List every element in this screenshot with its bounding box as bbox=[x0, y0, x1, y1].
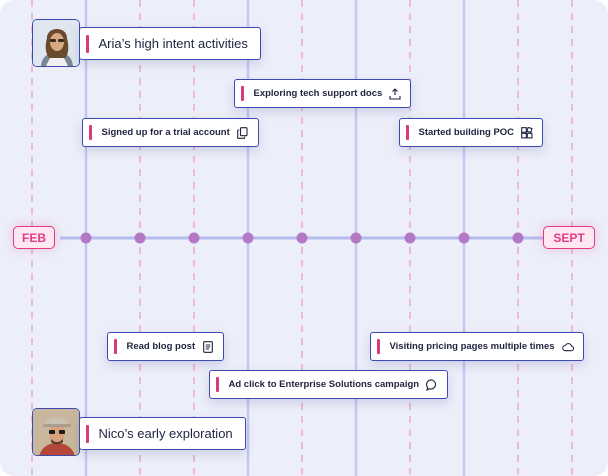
accent-bar bbox=[86, 424, 89, 443]
event-card-trial-signup: Signed up for a trial account bbox=[82, 118, 259, 147]
event-label: Visiting pricing pages multiple times bbox=[389, 341, 555, 352]
event-label: Exploring tech support docs bbox=[253, 88, 383, 99]
nico-avatar bbox=[32, 408, 80, 456]
accent-bar bbox=[377, 339, 380, 354]
event-card-ad-click: Ad click to Enterprise Solutions campaig… bbox=[209, 370, 449, 399]
aria-persona-title: Aria’s high intent activities bbox=[98, 36, 248, 51]
timeline-dots bbox=[80, 232, 524, 244]
accent-bar bbox=[89, 125, 92, 140]
aria-avatar bbox=[32, 19, 80, 67]
event-label: Ad click to Enterprise Solutions campaig… bbox=[228, 379, 420, 390]
accent-bar bbox=[406, 125, 409, 140]
nico-persona-card: Nico’s early exploration bbox=[79, 417, 246, 450]
event-card-blog-post: Read blog post bbox=[107, 332, 225, 361]
accent-bar bbox=[241, 86, 244, 101]
event-label: Read blog post bbox=[126, 341, 196, 352]
end-month-label: SEPT bbox=[543, 226, 595, 249]
accent-bar bbox=[216, 377, 219, 392]
event-card-tech-docs: Exploring tech support docs bbox=[234, 79, 412, 108]
event-card-pricing-pages: Visiting pricing pages multiple times bbox=[370, 332, 584, 361]
event-card-poc: Started building POC bbox=[399, 118, 544, 147]
accent-bar bbox=[114, 339, 117, 354]
nico-persona-title: Nico’s early exploration bbox=[98, 426, 233, 441]
event-label: Started building POC bbox=[418, 127, 515, 138]
copy-icon bbox=[237, 126, 249, 139]
blocks-icon bbox=[521, 126, 533, 139]
accent-bar bbox=[86, 34, 89, 53]
aria-persona-card: Aria’s high intent activities bbox=[79, 27, 261, 60]
cloud-icon bbox=[561, 341, 574, 353]
upload-tray-icon bbox=[389, 87, 401, 100]
start-month-label: FEB bbox=[13, 226, 55, 249]
document-icon bbox=[202, 340, 214, 353]
event-label: Signed up for a trial account bbox=[101, 127, 230, 138]
chat-bubble-icon bbox=[426, 378, 438, 391]
